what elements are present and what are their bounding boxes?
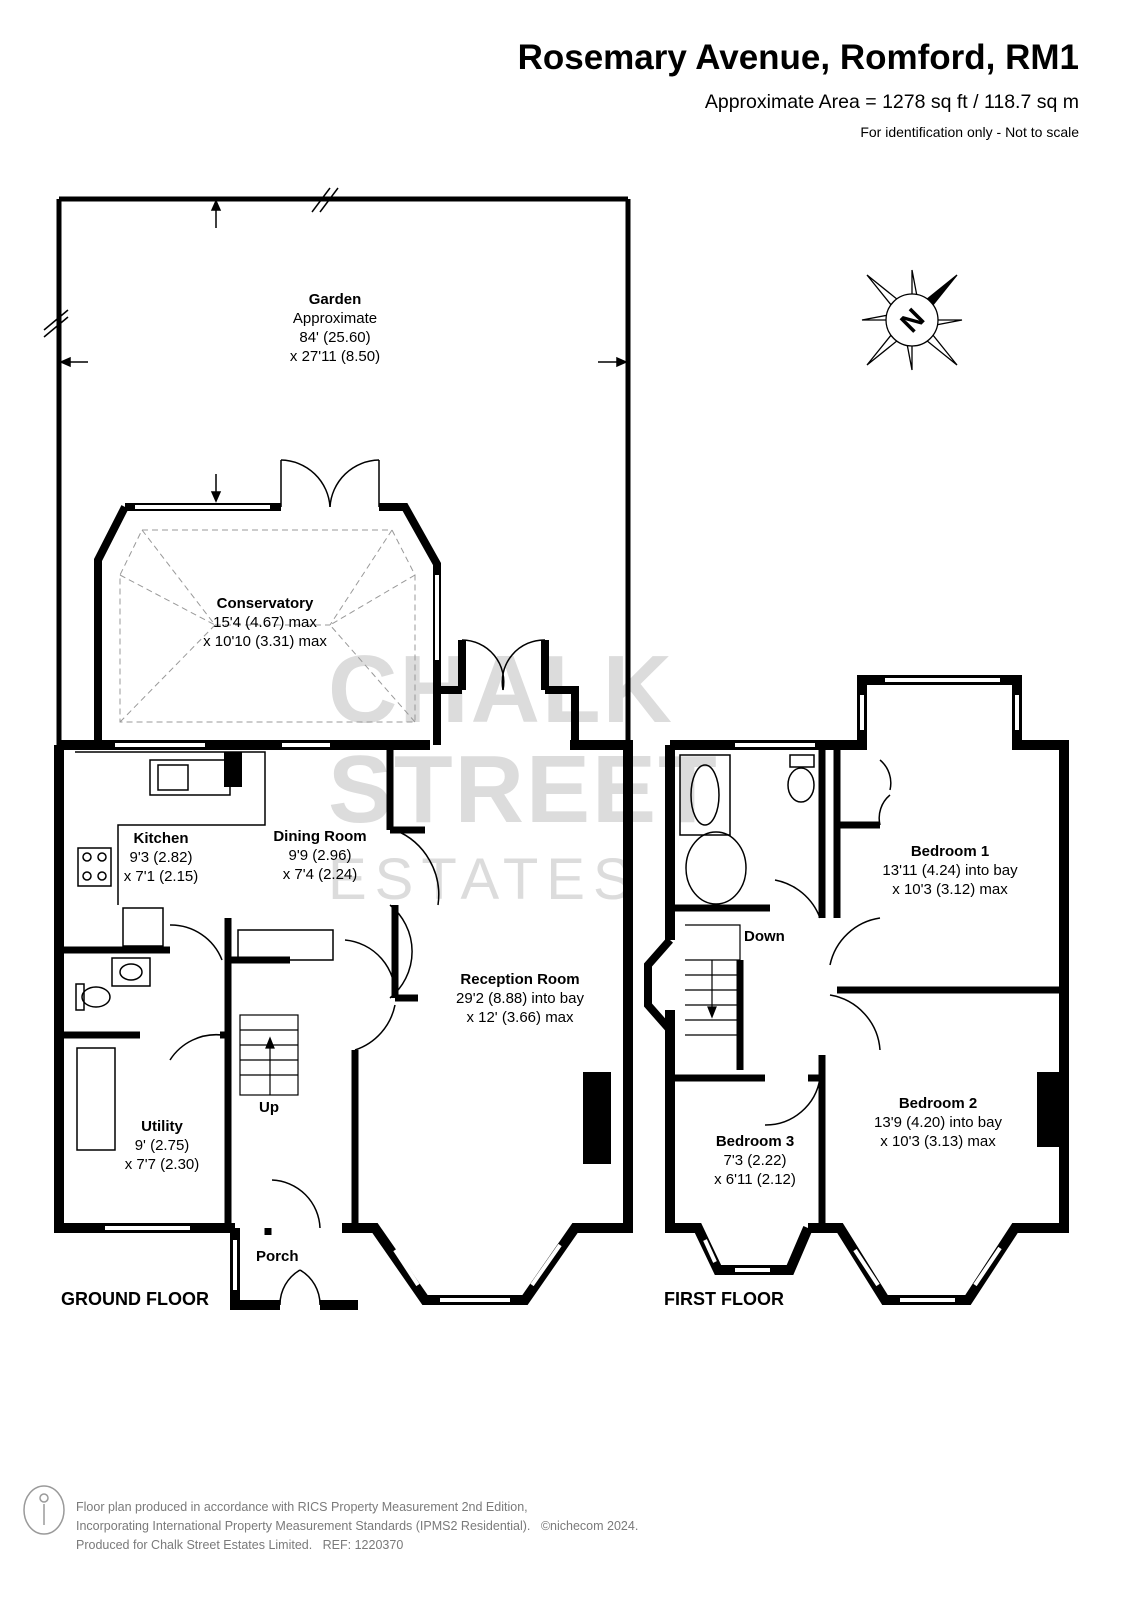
room-label-dining: Dining Room 9'9 (2.96) x 7'4 (2.24): [273, 828, 367, 883]
footer-ref: REF: 1220370: [322, 1538, 404, 1552]
room-label-conservatory: Conservatory 15'4 (4.67) max x 10'10 (3.…: [203, 595, 327, 650]
first-floor-label: FIRST FLOOR: [664, 1289, 784, 1309]
watermark-line-1: CHALK: [328, 636, 674, 743]
footer-disclaimer: Floor plan produced in accordance with R…: [76, 1498, 638, 1555]
kitchen-chimney-breast: [224, 752, 242, 787]
bathroom-fittings: [679, 754, 815, 905]
room-label-bedroom-3: Bedroom 3 7'3 (2.22) x 6'11 (2.12): [714, 1133, 796, 1188]
footer-line-3-row: Produced for Chalk Street Estates Limite…: [76, 1536, 638, 1555]
room-label-bedroom-2: Bedroom 2 13'9 (4.20) into bay x 10'3 (3…: [874, 1095, 1002, 1150]
patio-door-walls: [437, 640, 579, 745]
ground-floor-internal-doors: [169, 829, 440, 1306]
ground-floor-label: GROUND FLOOR: [61, 1289, 209, 1309]
first-floor-stair-bay: [644, 937, 674, 1033]
footer-line-2: Incorporating International Property Mea…: [76, 1519, 531, 1533]
bedroom2-chimney-breast: [1037, 1072, 1061, 1147]
first-floor-windows: [703, 678, 1019, 1302]
first-floor-stairs: [685, 924, 741, 1036]
stairs-down-label: Down: [744, 928, 785, 945]
footer-line-1: Floor plan produced in accordance with R…: [76, 1500, 528, 1514]
wc-fittings: [75, 957, 151, 1011]
approximate-area: Approximate Area = 1278 sq ft / 118.7 sq…: [704, 91, 1079, 113]
ground-stairs: [239, 1014, 299, 1096]
room-label-reception: Reception Room 29'2 (8.88) into bay x 12…: [456, 971, 584, 1026]
room-label-utility: Utility 9' (2.75) x 7'7 (2.30): [124, 1118, 200, 1173]
footer-copyright: ©nichecom 2024.: [540, 1519, 639, 1533]
first-floor-internal-walls: [670, 745, 1064, 1228]
page-title: Rosemary Avenue, Romford, RM1: [517, 38, 1079, 77]
compass-icon: [861, 269, 963, 371]
watermark-line-3: ESTATES: [328, 847, 640, 912]
dimension-arrows: [59, 199, 628, 503]
footer-line-3: Produced for Chalk Street Estates Limite…: [76, 1538, 313, 1552]
scale-note: For identification only - Not to scale: [860, 124, 1079, 140]
room-label-bedroom-1: Bedroom 1 13'11 (4.24) into bay x 10'3 (…: [882, 843, 1018, 898]
room-label-garden: Garden Approximate 84' (25.60) x 27'11 (…: [289, 291, 381, 365]
conservatory-french-doors: [280, 459, 380, 508]
stairs-up-label: Up: [259, 1099, 279, 1116]
first-floor-doors: [764, 759, 892, 1126]
room-label-kitchen: Kitchen 9'3 (2.82) x 7'1 (2.15): [123, 830, 199, 885]
utility-worktop: [76, 1047, 116, 1151]
room-label-porch: Porch: [256, 1248, 299, 1265]
reception-chimney-breast: [583, 1072, 611, 1164]
garden-boundary: [56, 196, 631, 745]
conservatory-roof: [119, 529, 416, 723]
patio-doors: [461, 639, 546, 691]
conservatory-glazing: [135, 505, 439, 660]
ground-floor-windows: [105, 743, 562, 1302]
ground-floor-internal-walls: [59, 745, 425, 1235]
boundary-break-marks: [43, 187, 339, 338]
footer-line-2-row: Incorporating International Property Mea…: [76, 1517, 638, 1536]
kitchen-fittings: [75, 751, 334, 961]
person-icon: [23, 1485, 65, 1535]
